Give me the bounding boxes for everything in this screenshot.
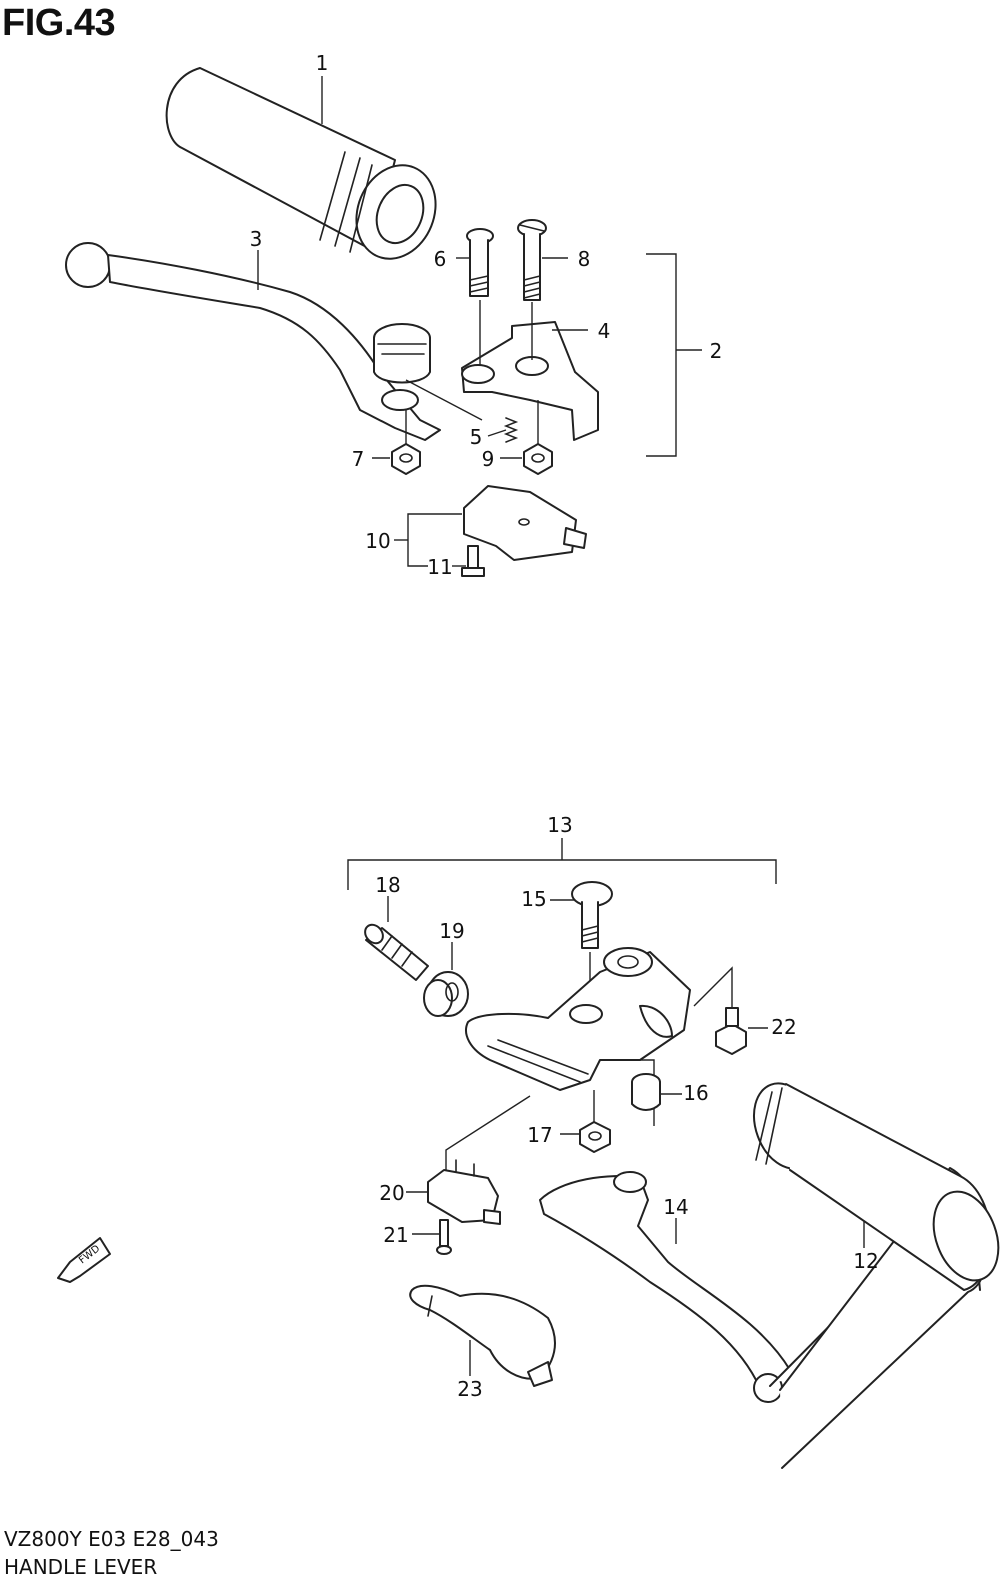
- fwd-arrow-icon: FWD: [57, 1237, 111, 1283]
- callout-3: 3: [250, 227, 263, 251]
- locknut-19: [423, 971, 469, 1017]
- nut-7: [391, 443, 421, 475]
- clutch-lever-holder: [465, 947, 691, 1091]
- brake-lever-upper: [65, 242, 441, 441]
- callout-17: 17: [527, 1123, 552, 1147]
- callout-23: 23: [457, 1377, 482, 1401]
- callout-22: 22: [771, 1015, 796, 1039]
- callout-18: 18: [375, 873, 400, 897]
- callout-20: 20: [379, 1181, 404, 1205]
- nut-9: [523, 443, 553, 475]
- callout-15: 15: [521, 887, 546, 911]
- grip-right: [753, 1082, 1000, 1469]
- callout-12: 12: [853, 1249, 878, 1273]
- callout-16: 16: [683, 1081, 708, 1105]
- callout-21: 21: [383, 1223, 408, 1247]
- clutch-switch-20: [427, 1159, 501, 1225]
- bolt-22: [715, 1007, 747, 1055]
- callout-1: 1: [316, 51, 329, 75]
- callout-5: 5: [470, 425, 483, 449]
- callout-labels: 1 2 3 4 5 6 7 8 9 10 11 12 13 14 15 16 1…: [250, 51, 879, 1401]
- figure-title: FIG.43: [2, 2, 116, 44]
- drawing-name: HANDLE LEVER: [4, 1555, 158, 1579]
- callout-2: 2: [710, 339, 723, 363]
- callout-8: 8: [578, 247, 591, 271]
- screw-21: [436, 1219, 452, 1255]
- brake-switch-upper: [463, 485, 587, 561]
- callout-14: 14: [663, 1195, 688, 1219]
- drawing-code: VZ800Y E03 E28_043: [4, 1527, 219, 1551]
- callout-6: 6: [434, 247, 447, 271]
- collar-16: [631, 1073, 661, 1111]
- lower-leader-lines: [347, 838, 865, 1376]
- callout-7: 7: [352, 447, 365, 471]
- callout-11: 11: [427, 555, 452, 579]
- spring-5: [503, 417, 519, 443]
- callout-4: 4: [598, 319, 611, 343]
- nut-17: [579, 1121, 611, 1153]
- screw-8: [517, 219, 547, 301]
- upper-leader-lines: [257, 76, 702, 567]
- screw-11: [461, 545, 485, 577]
- pivot-bolt-15: [571, 881, 613, 949]
- callout-13: 13: [547, 813, 572, 837]
- callout-9: 9: [482, 447, 495, 471]
- lever-boot-23: [409, 1284, 556, 1387]
- callout-10: 10: [365, 529, 390, 553]
- pivot-bolt-6: [466, 228, 494, 297]
- callout-19: 19: [439, 919, 464, 943]
- lever-bracket: [461, 321, 599, 441]
- cable-adjuster-18: [364, 923, 429, 981]
- clutch-lever-lower: [539, 1171, 793, 1403]
- grip-left: [165, 67, 437, 260]
